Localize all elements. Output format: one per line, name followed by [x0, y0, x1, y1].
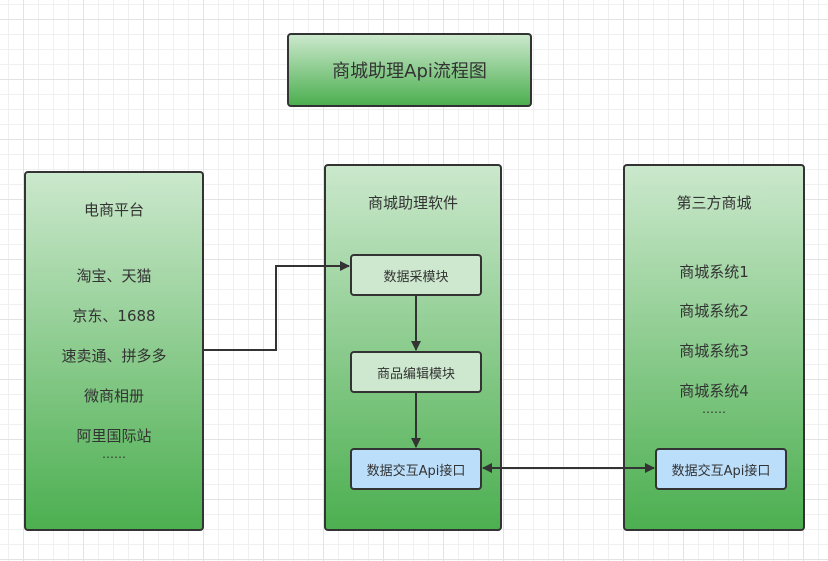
platform-item: 京东、1688	[72, 307, 156, 325]
third-party-mall-title: 第三方商城	[676, 194, 752, 212]
product-edit-module[interactable]: 商品编辑模块	[350, 351, 482, 393]
mall-system-item: 商城系统3	[679, 342, 749, 360]
ecommerce-platform-title: 电商平台	[83, 201, 144, 219]
ecommerce-platform-container[interactable]: 电商平台 淘宝、天猫 京东、1688 速卖通、拼多多 微商相册 阿里国际站 ……	[24, 171, 204, 531]
third-party-api-module-label: 数据交互Api接口	[671, 463, 771, 479]
platform-to-collection-arrow[interactable]	[204, 261, 350, 351]
platform-item: 阿里国际站	[76, 427, 152, 445]
data-collection-module[interactable]: 数据采模块	[350, 254, 482, 296]
platform-item-ellipsis: ……	[102, 447, 126, 461]
mall-system-item: 商城系统4	[679, 382, 749, 400]
platform-item: 微商相册	[83, 387, 144, 405]
third-party-api-module[interactable]: 数据交互Api接口	[655, 448, 787, 490]
diagram-title: 商城助理Api流程图	[332, 61, 487, 82]
data-collection-module-label: 数据采模块	[383, 269, 449, 285]
assistant-api-module-label: 数据交互Api接口	[366, 463, 466, 479]
platform-item: 速卖通、拼多多	[61, 347, 167, 365]
mall-system-item: 商城系统2	[679, 302, 749, 320]
product-edit-module-label: 商品编辑模块	[376, 366, 455, 382]
mall-system-item: 商城系统1	[679, 263, 749, 281]
assistant-api-module[interactable]: 数据交互Api接口	[350, 448, 482, 490]
platform-item: 淘宝、天猫	[76, 267, 152, 285]
assistant-software-title: 商城助理软件	[367, 194, 458, 212]
diagram-title-box[interactable]: 商城助理Api流程图	[287, 33, 532, 107]
mall-system-ellipsis: ……	[702, 402, 726, 416]
